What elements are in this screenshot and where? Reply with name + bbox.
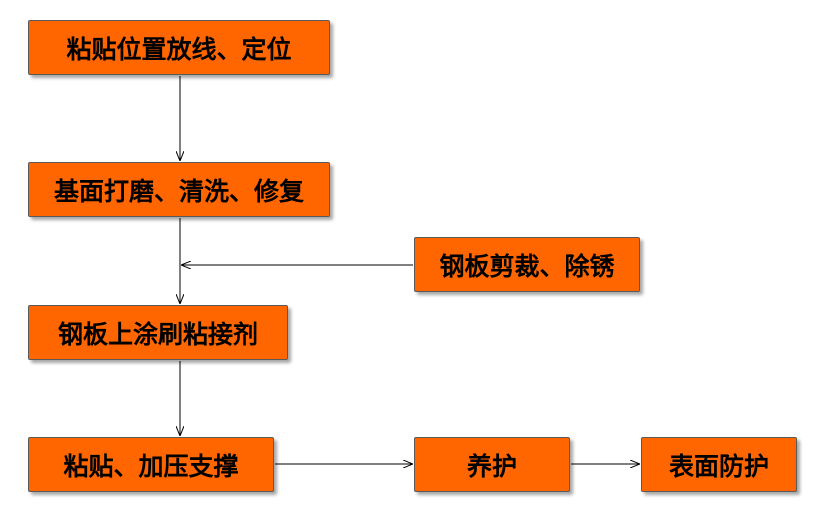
node-bonding-pressing: 粘贴、加压支撑 bbox=[28, 437, 274, 492]
node-position-marking: 粘贴位置放线、定位 bbox=[28, 20, 330, 75]
node-surface-grinding: 基面打磨、清洗、修复 bbox=[28, 162, 330, 217]
node-steel-cutting: 钢板剪裁、除锈 bbox=[414, 237, 640, 292]
node-curing: 养护 bbox=[414, 437, 570, 492]
node-adhesive-coating: 钢板上涂刷粘接剂 bbox=[28, 305, 288, 360]
node-surface-protection: 表面防护 bbox=[641, 437, 797, 492]
